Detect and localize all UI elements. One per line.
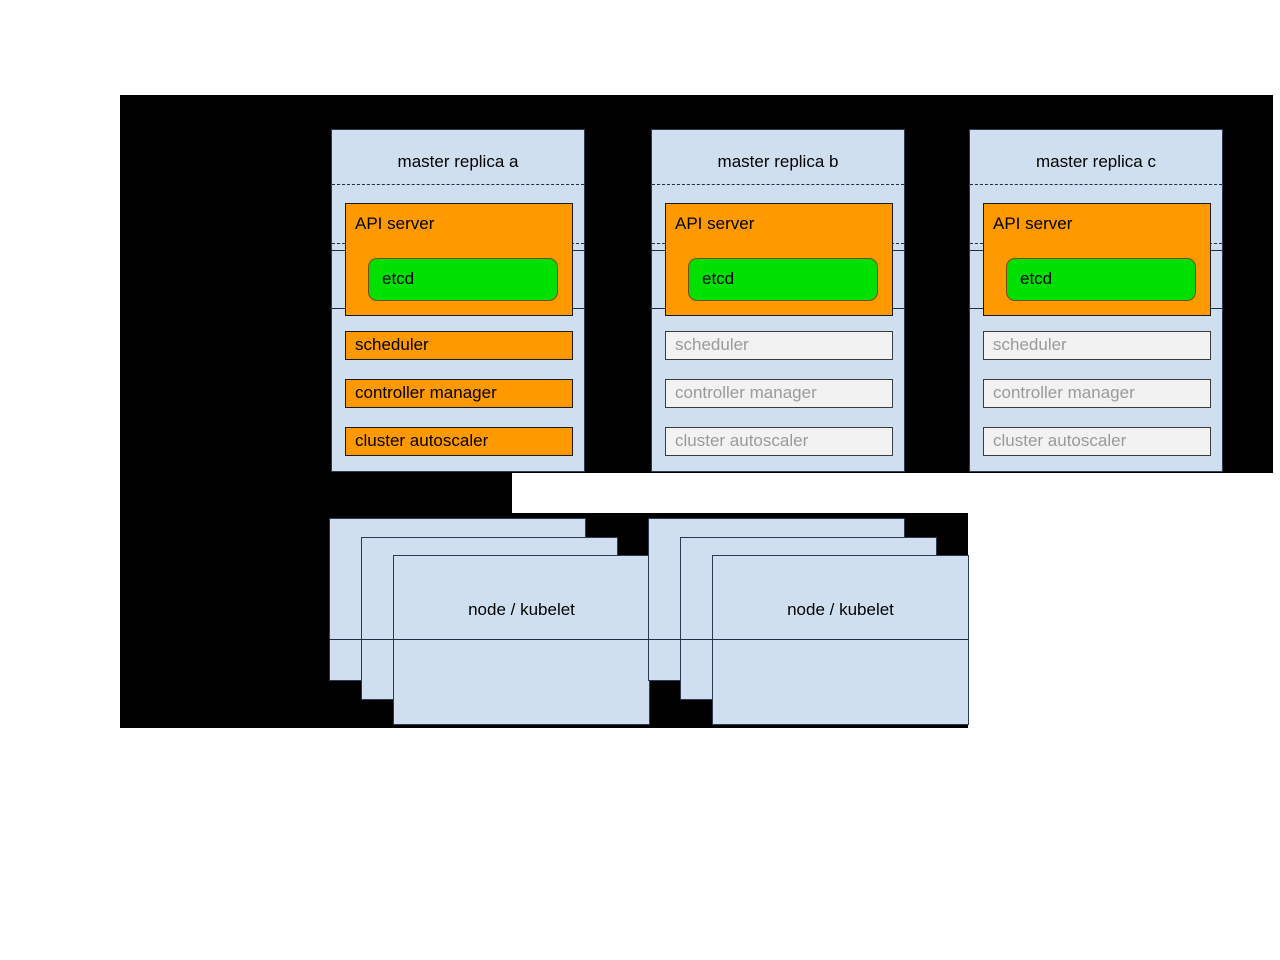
replica-c-divider-top	[970, 184, 1222, 185]
node-group-2-divider	[648, 639, 969, 640]
node-group-2-layer-front[interactable]: node / kubelet	[712, 555, 969, 725]
master-replica-a-title: master replica a	[397, 152, 519, 171]
node-group-2-label: node / kubelet	[787, 600, 894, 619]
api-server-box-a[interactable]: API server etcd	[345, 203, 573, 316]
master-replica-a[interactable]: master replica a API server etcd schedul…	[331, 129, 585, 472]
controller-manager-a[interactable]: controller manager	[345, 379, 573, 408]
replica-a-divider-top	[332, 184, 584, 185]
master-replica-c-title: master replica c	[1036, 152, 1156, 171]
cluster-autoscaler-b[interactable]: cluster autoscaler	[665, 427, 893, 456]
api-server-label-a: API server	[355, 214, 435, 233]
etcd-box-c[interactable]: etcd	[1006, 258, 1196, 301]
replica-b-divider-top	[652, 184, 904, 185]
node-group-1-divider	[329, 639, 650, 640]
node-group-1-label: node / kubelet	[468, 600, 575, 619]
controller-manager-b[interactable]: controller manager	[665, 379, 893, 408]
backdrop-mid-left	[120, 473, 512, 513]
etcd-box-a[interactable]: etcd	[368, 258, 558, 301]
scheduler-a[interactable]: scheduler	[345, 331, 573, 360]
scheduler-c[interactable]: scheduler	[983, 331, 1211, 360]
node-group-1-layer-front[interactable]: node / kubelet	[393, 555, 650, 725]
api-server-box-c[interactable]: API server etcd	[983, 203, 1211, 316]
master-replica-c[interactable]: master replica c API server etcd schedul…	[969, 129, 1223, 472]
api-server-label-b: API server	[675, 214, 755, 233]
cluster-autoscaler-a[interactable]: cluster autoscaler	[345, 427, 573, 456]
cluster-autoscaler-c[interactable]: cluster autoscaler	[983, 427, 1211, 456]
api-server-box-b[interactable]: API server etcd	[665, 203, 893, 316]
controller-manager-c[interactable]: controller manager	[983, 379, 1211, 408]
master-replica-b-title: master replica b	[717, 152, 839, 171]
scheduler-b[interactable]: scheduler	[665, 331, 893, 360]
etcd-box-b[interactable]: etcd	[688, 258, 878, 301]
master-replica-b[interactable]: master replica b API server etcd schedul…	[651, 129, 905, 472]
api-server-label-c: API server	[993, 214, 1073, 233]
